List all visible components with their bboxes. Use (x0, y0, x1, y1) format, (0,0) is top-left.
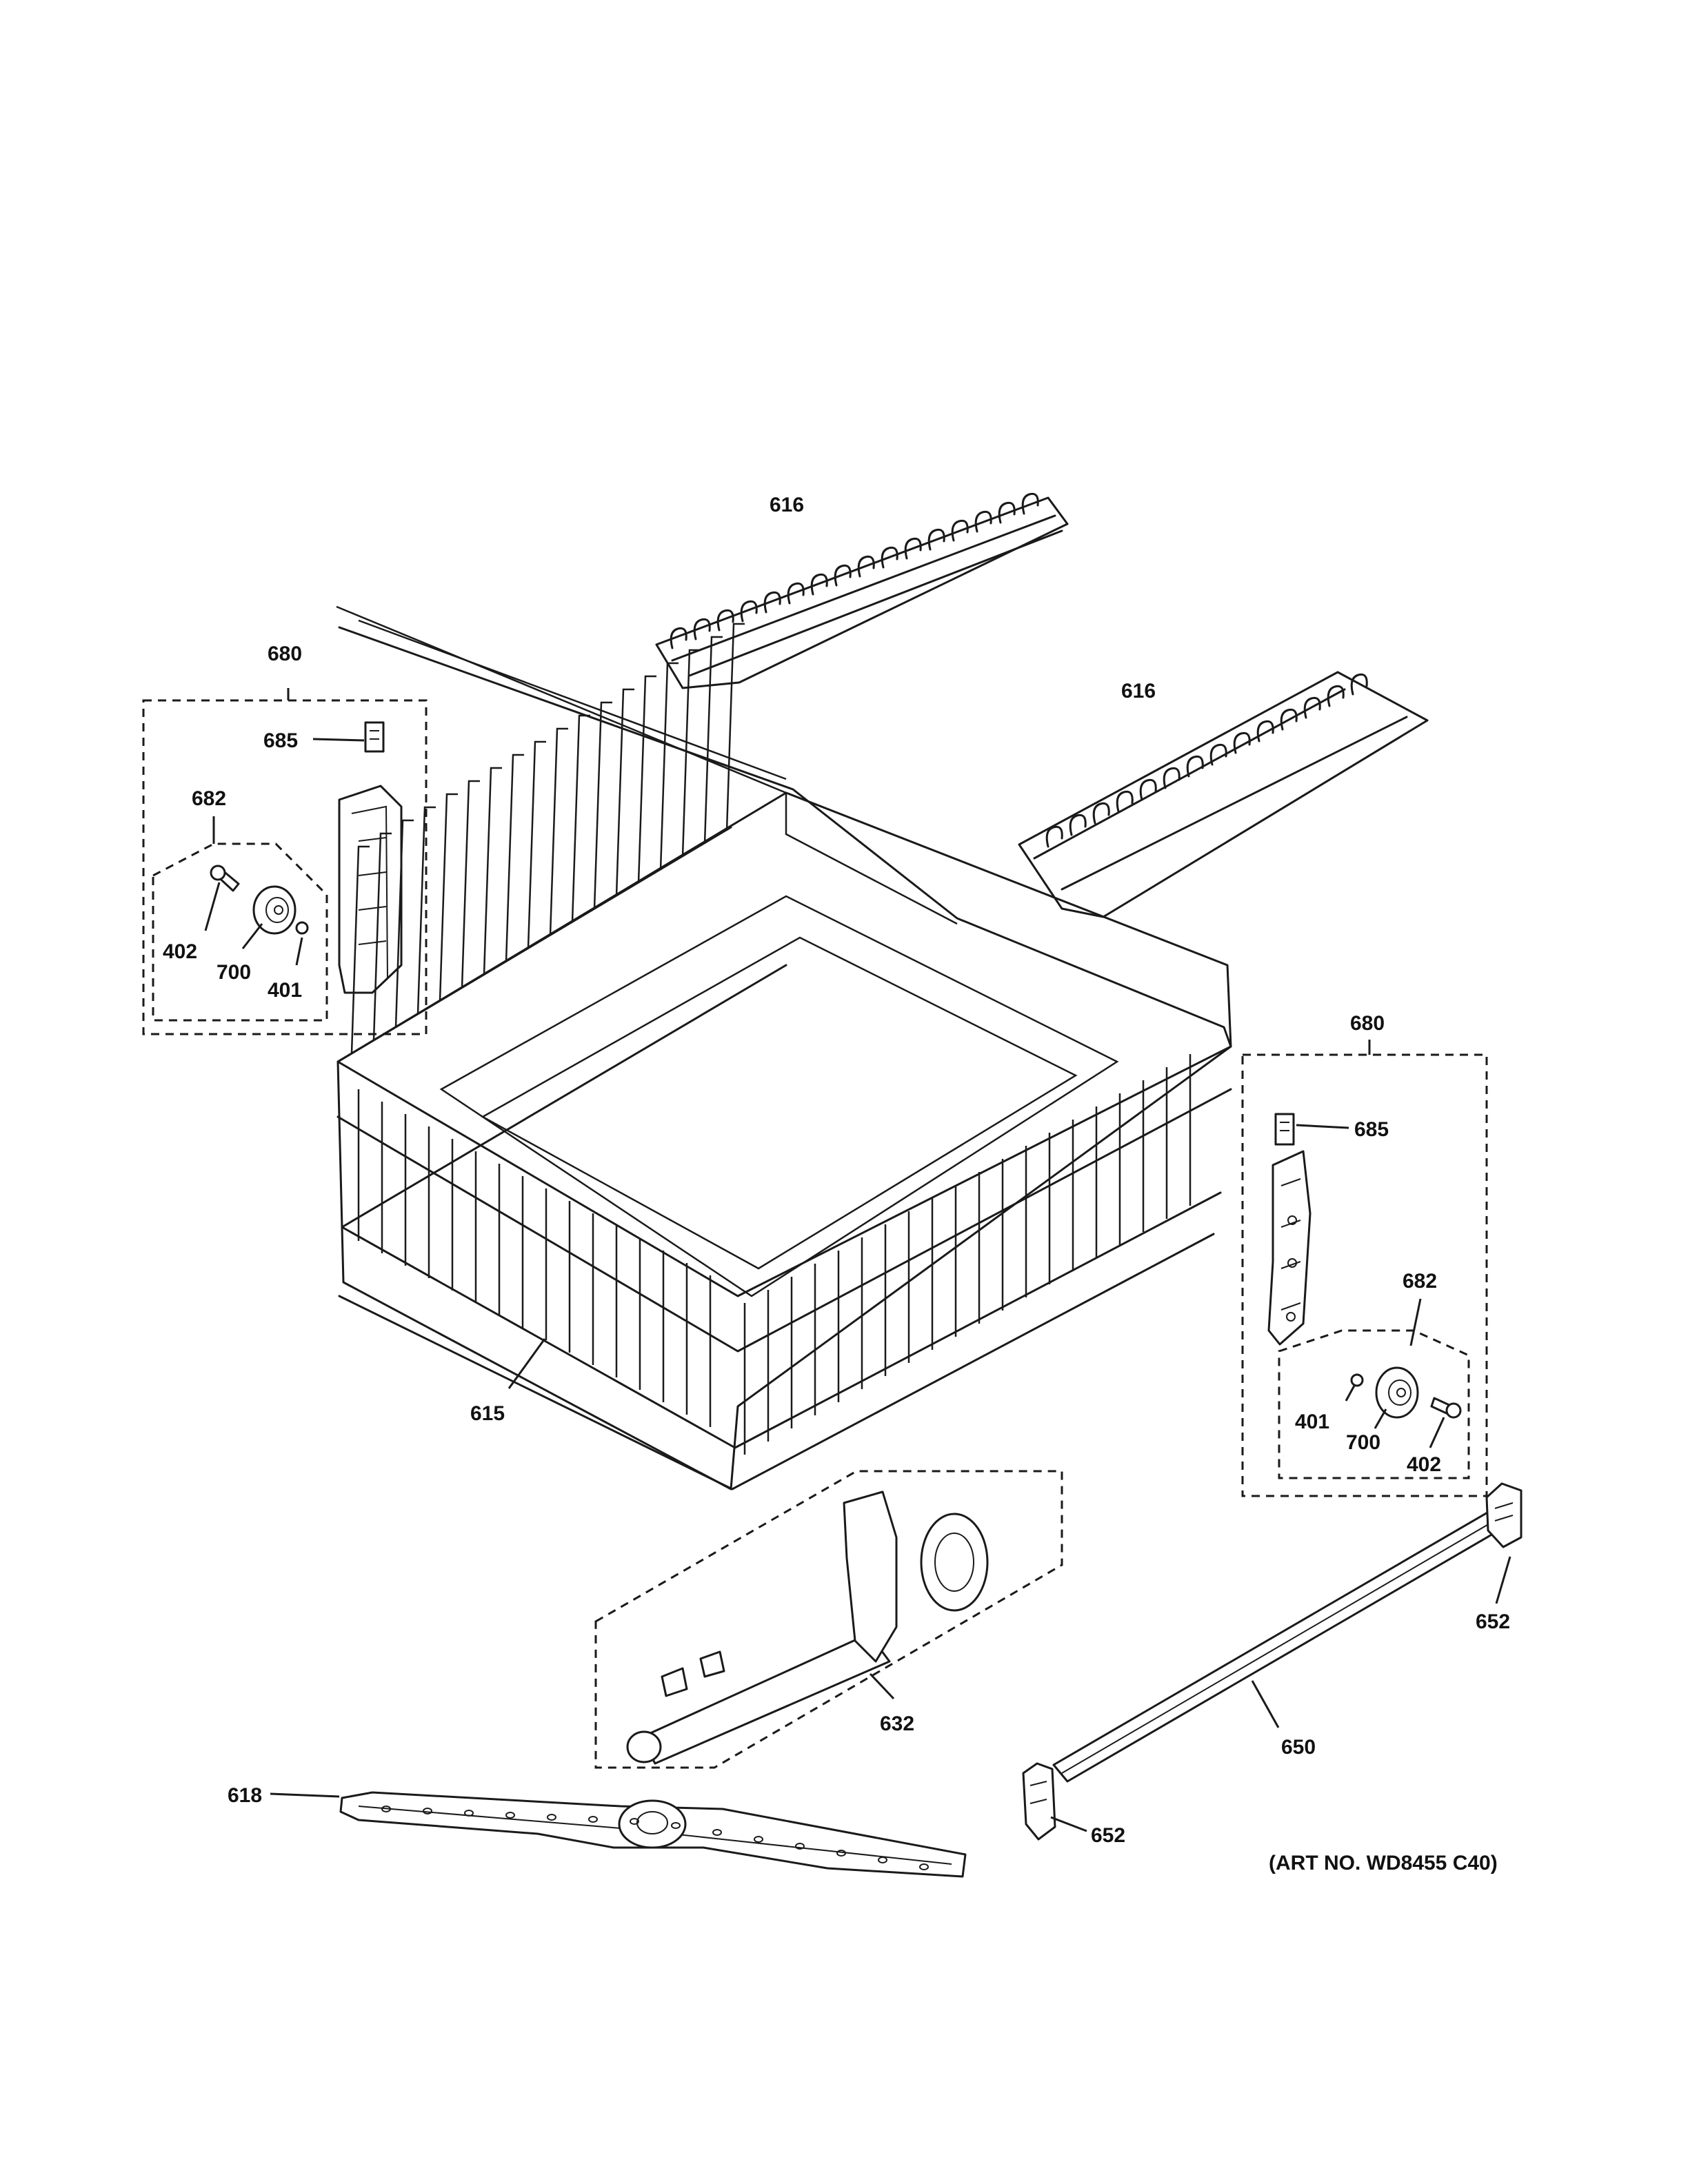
callout-700-right: 700 (1346, 1431, 1380, 1454)
tine-hook-icon (1045, 825, 1063, 848)
tine-hook-icon (1186, 755, 1204, 778)
callout-616-upper: 616 (770, 494, 804, 516)
tine-hook-icon (951, 519, 969, 542)
upper-rack-615 (336, 605, 1232, 1490)
tine-hook-icon (1233, 731, 1251, 754)
callout-685-right: 685 (1354, 1118, 1389, 1141)
rack-wire (549, 727, 568, 936)
tine-hook-icon (1092, 802, 1110, 825)
spray-hole (712, 1829, 722, 1836)
tine-hook-icon (1163, 767, 1180, 789)
rack-wire (659, 662, 679, 871)
callout-685-left: 685 (263, 729, 298, 752)
rack-wire (372, 832, 392, 1041)
tine-hook-icon (1116, 790, 1134, 813)
clip-685-part (364, 721, 385, 753)
tine-hook-icon (716, 609, 734, 631)
rack-wire (615, 688, 634, 897)
tine-row-616-upper (655, 492, 1069, 689)
art-number: (ART NO. WD8455 C40) (1269, 1852, 1498, 1874)
rack-wire (527, 740, 546, 949)
tine-hook-icon (1303, 696, 1321, 719)
spray-hole (505, 1812, 515, 1819)
callout-616-lower: 616 (1121, 680, 1156, 702)
callout-650: 650 (1281, 1736, 1316, 1759)
tine-hook-icon (763, 591, 781, 614)
callout-682-left: 682 (192, 787, 226, 810)
tine-hook-icon (787, 582, 805, 605)
tine-hook-icon (1069, 813, 1087, 836)
callout-680-right: 680 (1350, 1012, 1385, 1035)
tine-hook-icon (670, 627, 687, 649)
tine-hook-icon (1280, 708, 1298, 731)
callout-402-left: 402 (163, 940, 197, 963)
callout-682-right: 682 (1403, 1270, 1437, 1293)
lower-spray-arm-618 (270, 1791, 967, 1878)
tine-hook-icon (927, 528, 945, 551)
rack-wire (637, 675, 656, 884)
rack-bracket (338, 785, 403, 994)
rack-wire (416, 806, 436, 1015)
spray-arm-manifold-632 (594, 1470, 1063, 1769)
rack-wire (703, 636, 723, 845)
rack-rail-650 (1022, 1482, 1523, 1841)
tine-hook-icon (857, 555, 875, 578)
spray-hole (588, 1816, 598, 1823)
spray-hole (878, 1857, 887, 1863)
callout-680-left: 680 (268, 643, 302, 665)
rack-wire (439, 793, 458, 1002)
spray-hole (423, 1808, 432, 1814)
tine-hook-icon (810, 573, 828, 596)
spray-hole (381, 1806, 391, 1812)
tine-hook-icon (904, 537, 922, 560)
tine-hook-icon (1139, 778, 1157, 801)
tine-hook-icon (693, 618, 711, 640)
spray-hole (795, 1843, 805, 1850)
rack-wire (571, 714, 590, 923)
spray-hole (671, 1822, 681, 1829)
rack-wire (461, 780, 480, 989)
callout-652-lower: 652 (1091, 1824, 1125, 1847)
spray-hole (547, 1814, 556, 1821)
callout-401-right: 401 (1295, 1410, 1329, 1433)
tine-hook-icon (881, 546, 898, 569)
tine-hook-icon (998, 501, 1016, 524)
spray-hole (919, 1863, 929, 1870)
spray-hole (464, 1810, 474, 1817)
callout-700-left: 700 (217, 961, 251, 984)
callout-618: 618 (228, 1784, 262, 1807)
callout-402-right: 402 (1407, 1453, 1441, 1476)
spray-hole (836, 1850, 846, 1857)
right-roller-kit-680 (1241, 1040, 1488, 1497)
rack-wire (483, 767, 502, 975)
rack-wire (505, 754, 524, 962)
spray-hole (754, 1836, 763, 1843)
rack-wire (725, 623, 745, 831)
rack-wire (394, 819, 414, 1028)
tine-hook-icon (740, 600, 758, 623)
callout-652-upper: 652 (1476, 1610, 1510, 1633)
tine-hook-icon (1209, 743, 1227, 766)
callout-401-left: 401 (268, 979, 302, 1002)
rack-wire (593, 701, 612, 910)
washer-401-part (295, 921, 309, 935)
tine-hook-icon (1350, 673, 1368, 696)
callout-632: 632 (880, 1712, 914, 1735)
tine-hook-icon (834, 564, 852, 587)
rack-wire (681, 649, 701, 858)
rack-wire (350, 845, 370, 1054)
tine-hook-icon (1021, 492, 1039, 515)
tine-hook-icon (974, 510, 992, 533)
callout-615: 615 (470, 1402, 505, 1425)
spray-hole (630, 1818, 639, 1825)
tine-row-616-lower (1018, 671, 1429, 918)
tine-hook-icon (1256, 720, 1274, 742)
tine-hook-icon (1327, 685, 1345, 707)
